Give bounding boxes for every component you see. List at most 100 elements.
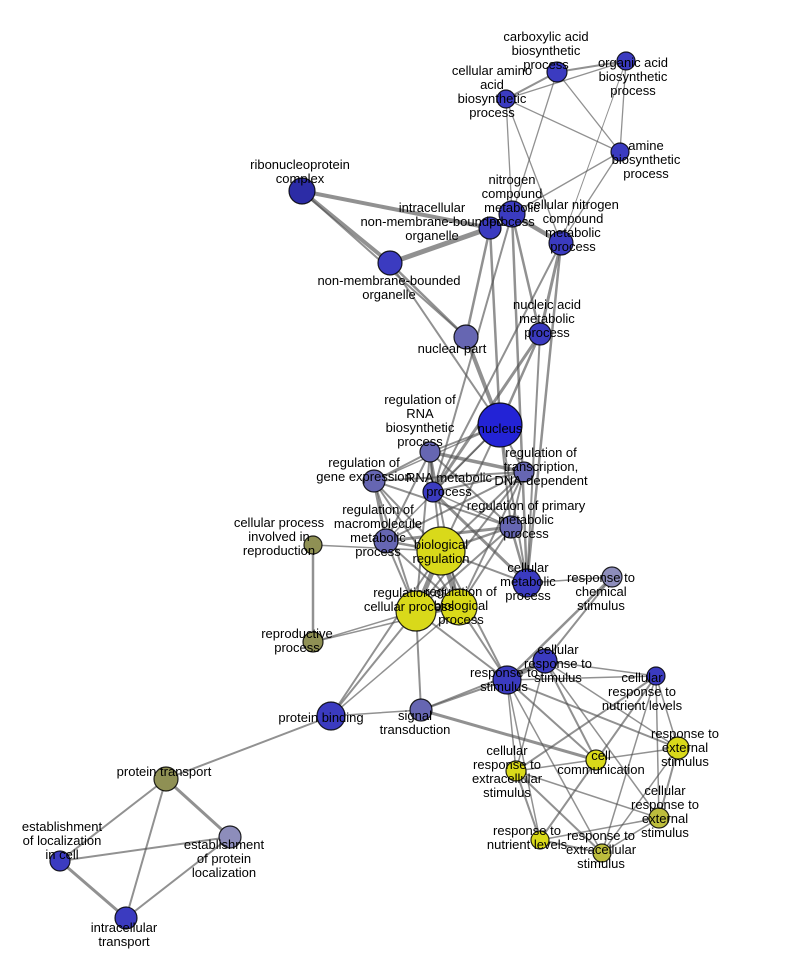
node-label-protein-binding: protein binding [278,710,363,725]
graph-node-reg-macromolecule[interactable]: regulation of macromolecule metabolic pr… [373,528,399,554]
graph-node-carboxylic[interactable]: carboxylic acid biosynthetic process [546,61,568,83]
graph-node-ribonucleoprotein[interactable]: ribonucleoprotein complex [288,177,316,205]
graph-edge [387,225,493,266]
graph-edge [515,770,660,819]
graph-node-rna-metabolic[interactable]: RNA metabolic process [422,481,444,503]
graph-node-reg-primary[interactable]: regulation of primary metabolic process [499,515,523,539]
graph-edge [385,424,501,542]
graph-node-reg-rna-biosyn[interactable]: regulation of RNA biosynthetic process [419,441,441,463]
graph-edge [505,60,627,100]
graph-edge [505,98,621,153]
graph-edge [544,660,660,819]
graph-node-cellular-resp-extracellular[interactable]: cellular response to extracellular stimu… [505,760,527,782]
graph-edge [428,450,526,474]
graph-node-nuclear-part[interactable]: nuclear part [453,324,479,350]
graph-node-cellular-resp-external[interactable]: cellular response to external stimulus [648,807,670,829]
graph-node-amine[interactable]: amine biosynthetic process [610,142,630,162]
graph-edge [389,262,501,426]
graph-edge [506,679,517,772]
graph-node-intracellular-transport[interactable]: intracellular transport [114,906,138,930]
graph-edge [544,576,613,662]
graph-node-reg-gene-expr[interactable]: regulation of gene expression [362,469,386,493]
graph-edge [59,836,231,862]
graph-edge [655,675,679,749]
graph-edge [506,679,679,749]
graph-node-cellular-resp-stimulus[interactable]: cellular response to stimulus [532,648,558,674]
graph-node-resp-stimulus[interactable]: response to stimulus [492,665,522,695]
graph-node-cell-communication[interactable]: cell communication [585,749,607,771]
graph-edge [515,770,603,854]
graph-node-resp-extracellular[interactable]: response to extracellular stimulus [592,843,612,863]
graph-node-resp-external[interactable]: response to external stimulus [666,736,690,760]
graph-node-cellular-resp-nutrient[interactable]: cellular response to nutrient levels [646,666,666,686]
graph-edge [510,212,529,585]
graph-node-est-protein-loc[interactable]: establishment of protein localization [218,825,242,849]
graph-node-resp-chemical[interactable]: response to chemical stimulus [601,566,623,588]
graph-edge [601,817,660,854]
graph-node-protein-binding[interactable]: protein binding [316,701,346,731]
graph-node-reg-cellular[interactable]: regulation of cellular process [395,590,437,632]
graph-edge [556,71,621,153]
graph-edge [506,679,603,854]
graph-node-cell-proc-repro[interactable]: cellular process involved in reproductio… [303,535,323,555]
graph-edge [510,212,542,336]
graph-edge [544,660,597,761]
graph-node-biological-regulation[interactable]: biological regulation [416,526,466,576]
graph-node-nucleus[interactable]: nucleus [477,402,523,448]
graph-edge [539,817,660,841]
graph-node-reg-biological[interactable]: regulation of biological process [440,588,478,626]
graph-node-cellular-amino[interactable]: cellular amino acid biosynthetic process [496,89,516,109]
graph-edge [506,679,597,761]
graph-edge [373,480,512,528]
graph-edge [619,60,627,153]
graph-edge [300,189,492,230]
graph-edge [499,424,528,584]
graph-edge [429,451,512,528]
graph-edge [506,675,657,681]
graph-edge [330,709,422,717]
graph-node-cellular-nitrogen[interactable]: cellular nitrogen compound metabolic pro… [548,230,574,256]
graph-node-est-loc-cell[interactable]: establishment of localization in cell [49,850,71,872]
graph-edge [505,98,562,244]
graph-node-nitrogen-compound[interactable]: nitrogen compound metabolic process [498,200,526,228]
graph-edge [59,778,167,862]
graph-node-reg-transcription[interactable]: regulation of transcription, DNA-depende… [513,461,535,483]
graph-edge [432,471,525,493]
graph-node-resp-nutrient[interactable]: response to nutrient levels [530,830,550,850]
graph-node-nucleic-acid[interactable]: nucleic acid metabolic process [528,322,552,346]
graph-edge [330,606,460,717]
graph-node-intracellular-nmb[interactable]: intracellular non-membrane-bounded organ… [478,216,502,240]
graph-node-cellular-metabolic[interactable]: cellular metabolic process [512,568,542,598]
graph-node-nmb-organelle[interactable]: non-membrane-bounded organelle [377,250,403,276]
graph-node-signal-transduction[interactable]: signal transduction [409,698,433,722]
graph-edge [330,550,442,717]
graph-edge [560,60,627,244]
graph-edge [511,71,558,215]
graph-node-reproductive-process[interactable]: reproductive process [302,631,324,653]
graph-node-organic[interactable]: organic acid biosynthetic process [616,51,636,71]
graph-node-protein-transport[interactable]: protein transport [153,766,179,792]
graph-edge [488,226,502,427]
graph-edge [125,836,231,919]
